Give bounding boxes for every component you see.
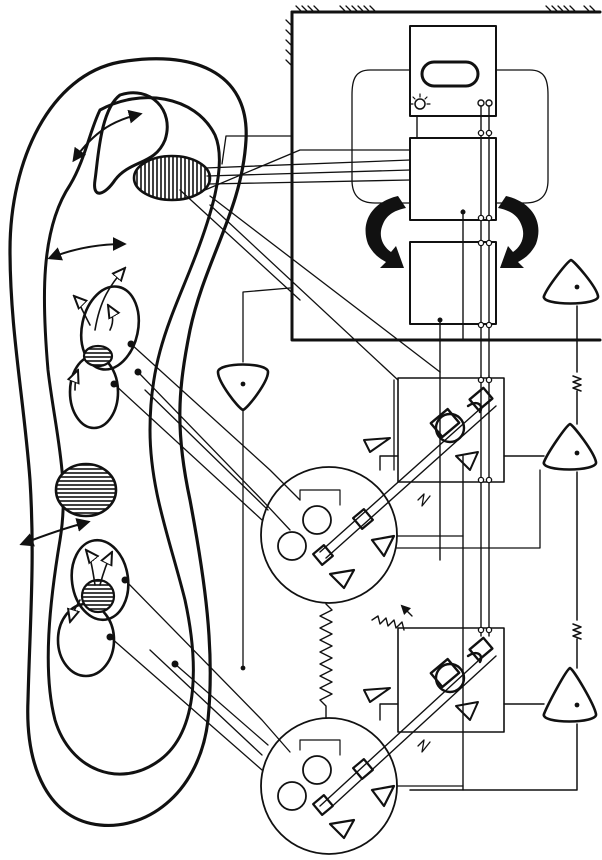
circle-module-lower <box>260 717 398 855</box>
hatched-ellipse-top <box>132 154 212 202</box>
relay-block-upper <box>409 137 497 221</box>
module-square-upper <box>397 377 505 483</box>
relay-block-lower <box>409 241 497 325</box>
module-square-lower <box>397 627 505 733</box>
double-headed-arrows <box>19 109 143 547</box>
hatched-ellipse-middle <box>54 462 118 518</box>
hatched-circle-small <box>82 344 114 368</box>
hatched-ellipse-lower <box>80 578 116 614</box>
control-box-hatched-wall <box>285 5 602 342</box>
display-unit <box>409 25 497 117</box>
zigzag-springs <box>319 603 413 719</box>
triangle-nodes <box>216 258 600 723</box>
circle-module-upper <box>260 466 398 604</box>
organism-outline <box>8 57 248 827</box>
module-spools <box>429 386 494 694</box>
curved-feedback-arrows <box>365 196 539 268</box>
open-arrowhead-signals <box>70 268 125 622</box>
